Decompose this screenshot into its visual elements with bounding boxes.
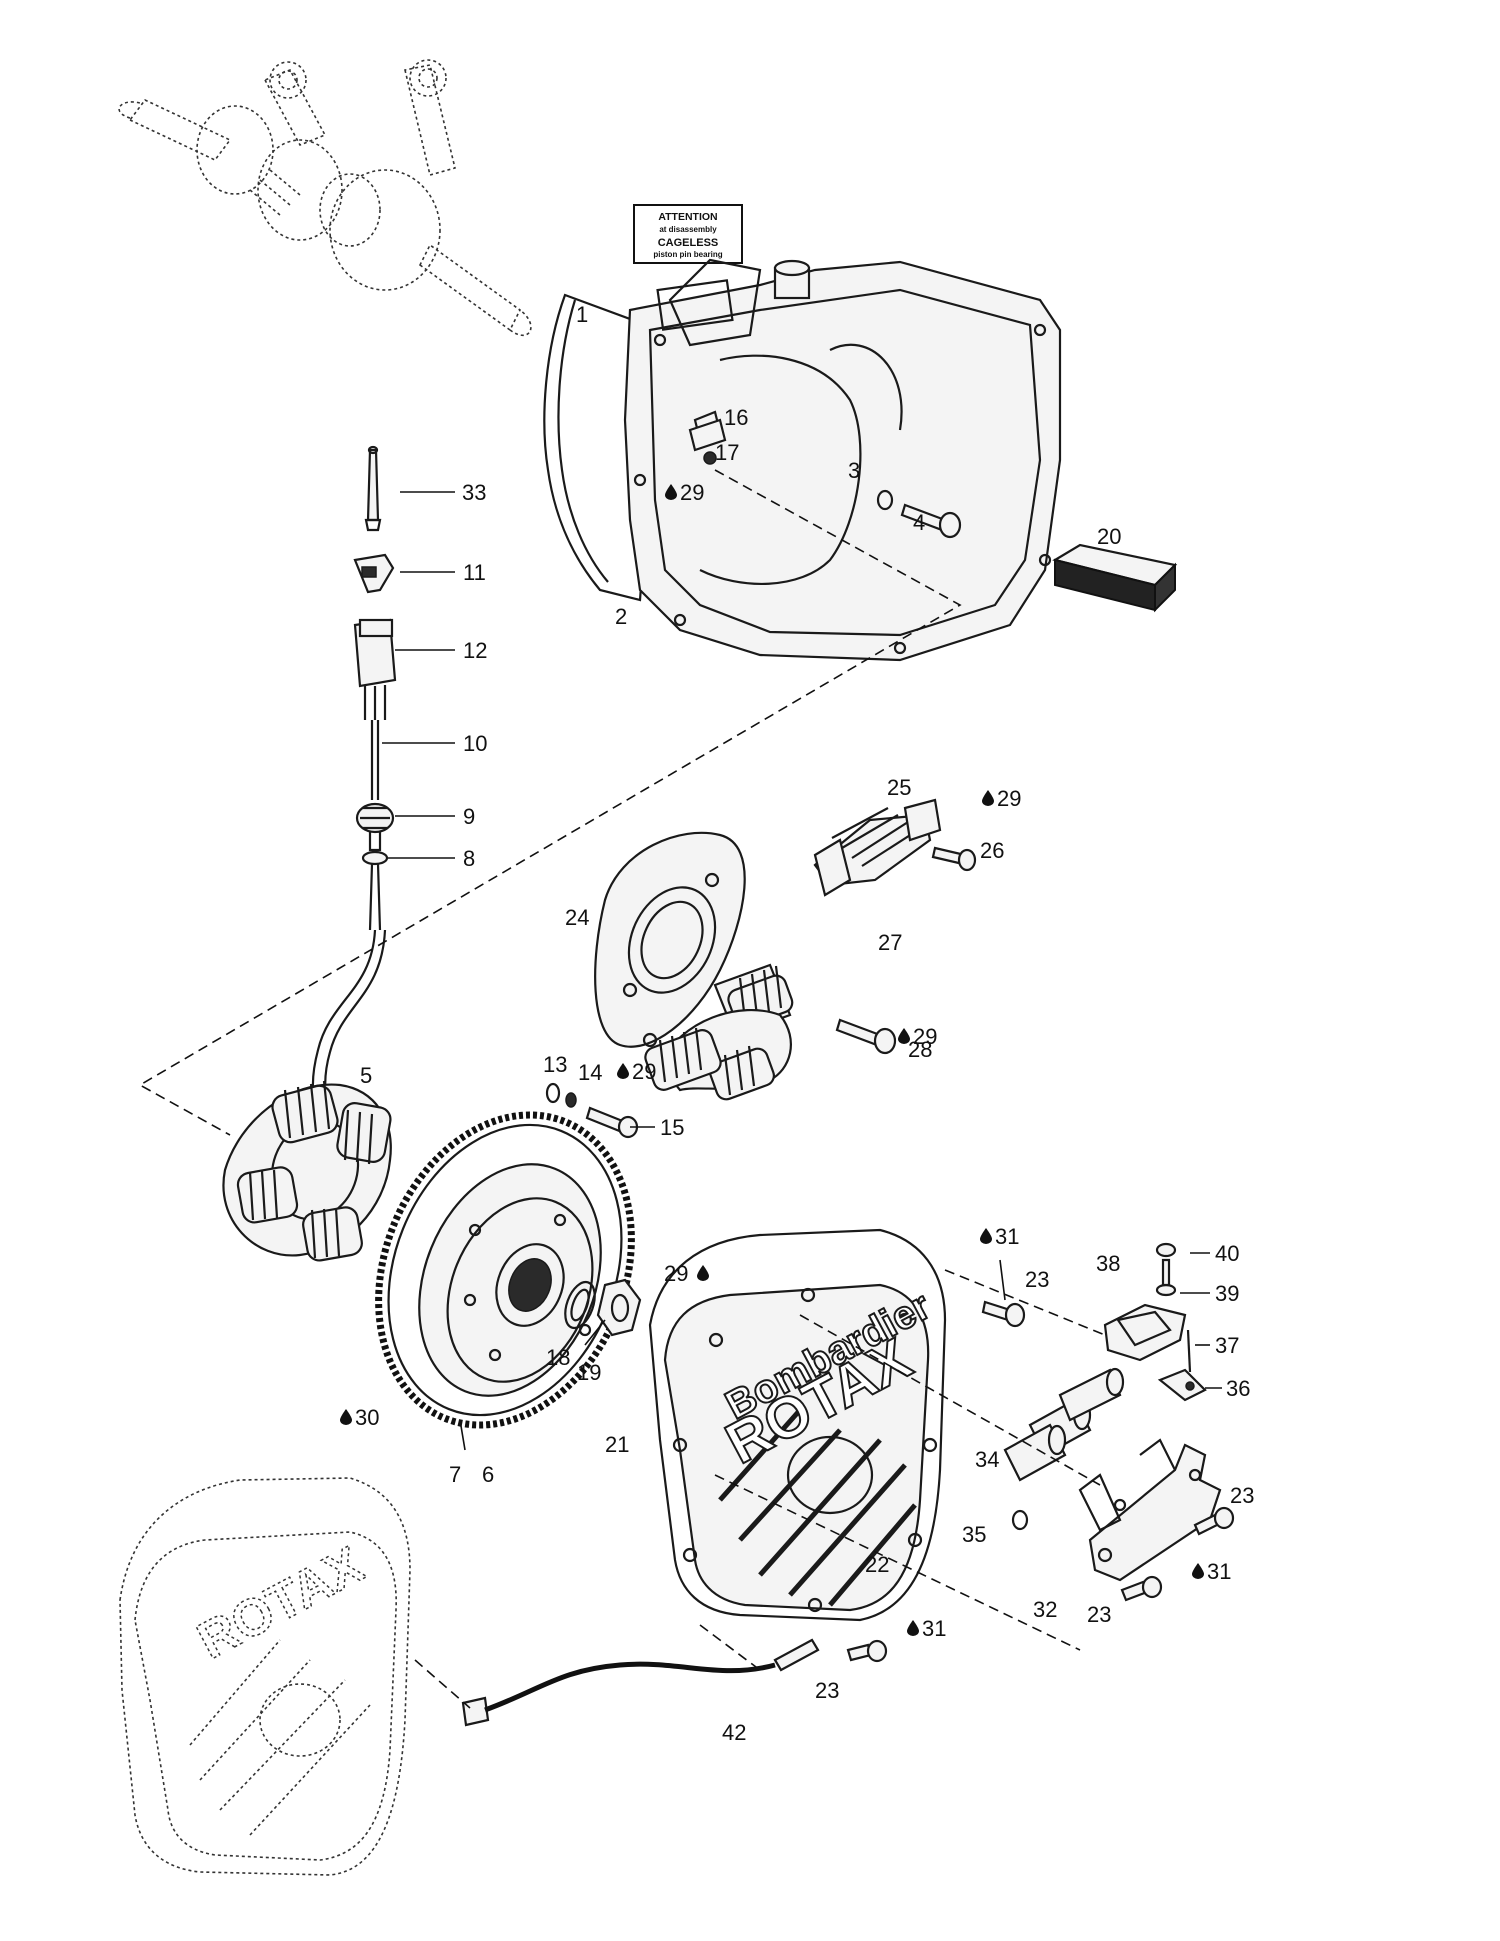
flywheel-nut [564, 1278, 642, 1337]
callout-15: 15 [660, 1115, 684, 1140]
callout-10: 10 [463, 731, 487, 756]
bracket-38 [1103, 1303, 1187, 1362]
drop-icon [617, 1063, 629, 1079]
warning-line-2: at disassembly [659, 225, 717, 234]
callout-37: 37 [1215, 1333, 1239, 1358]
callout-36: 36 [1226, 1376, 1250, 1401]
warning-line-3: CAGELESS [658, 237, 719, 249]
callout-14: 14 [578, 1060, 602, 1085]
callout-38: 38 [1096, 1251, 1120, 1276]
fasteners-37-39-40 [1155, 1242, 1192, 1373]
callout-18: 18 [546, 1345, 570, 1370]
callout-4: 4 [913, 510, 925, 535]
callout-29b: 29 [997, 786, 1021, 811]
callout-29d: 29 [632, 1059, 656, 1084]
ground-wire [461, 1638, 820, 1727]
callout-29a: 29 [680, 480, 704, 505]
assembly-lines [138, 469, 1106, 1709]
magneto-housing [623, 258, 1062, 662]
callout-30: 30 [355, 1405, 379, 1430]
callout-11: 11 [463, 560, 486, 585]
callout-33: 33 [462, 480, 486, 505]
housing-gasket [543, 293, 662, 602]
callout-8: 8 [463, 846, 475, 871]
callout-23b: 23 [1230, 1483, 1254, 1508]
callout-2: 2 [615, 604, 627, 629]
drop-icon [697, 1265, 709, 1281]
callout-13: 13 [543, 1052, 567, 1077]
stator-coils [644, 963, 794, 1101]
callout-31c: 31 [922, 1616, 946, 1641]
coil-screw [931, 846, 977, 872]
callout-34: 34 [975, 1447, 999, 1472]
callout-31a: 31 [995, 1224, 1019, 1249]
callout-27: 27 [878, 930, 902, 955]
callout-5: 5 [360, 1063, 372, 1088]
sensor-assembly [311, 445, 397, 1121]
leader-lines [382, 491, 1222, 1451]
callout-6: 6 [482, 1462, 494, 1487]
callout-32: 32 [1033, 1597, 1057, 1622]
callout-26: 26 [980, 838, 1004, 863]
bracket-36 [1157, 1368, 1207, 1402]
callout-24: 24 [565, 905, 589, 930]
callout-23d: 23 [815, 1678, 839, 1703]
callout-21: 21 [605, 1432, 629, 1457]
magneto-cover: Bombardier ROTAX [648, 1228, 947, 1622]
callout-28: 28 [908, 1037, 932, 1062]
callout-16: 16 [724, 405, 748, 430]
drop-icon [340, 1409, 352, 1425]
callout-23a: 23 [1025, 1267, 1049, 1292]
warning-line-1: ATTENTION [658, 211, 717, 223]
drop-icon [907, 1620, 919, 1636]
cover-ghost: ROTAX [119, 1477, 411, 1876]
warning-line-4: piston pin bearing [653, 250, 722, 259]
crankshaft-ghost [118, 59, 532, 337]
callout-3: 3 [848, 458, 860, 483]
ghost-brand-rotax: ROTAX [188, 1536, 373, 1671]
callout-39: 39 [1215, 1281, 1239, 1306]
drop-icon [1192, 1563, 1204, 1579]
spacers [1003, 1367, 1125, 1482]
callout-1: 1 [576, 302, 588, 327]
flywheel-fasteners [545, 1082, 639, 1139]
callout-17: 17 [715, 440, 739, 465]
callout-20: 20 [1097, 524, 1121, 549]
sound-pad [1052, 543, 1178, 613]
screws-23 [846, 1300, 1235, 1663]
drop-icon [982, 790, 994, 806]
callout-31b: 31 [1207, 1559, 1231, 1584]
callout-23c: 23 [1087, 1602, 1111, 1627]
coil-screw-28 [835, 1018, 897, 1055]
callout-7: 7 [449, 1462, 461, 1487]
callout-12: 12 [463, 638, 487, 663]
ignition-coil [813, 798, 942, 897]
callout-29c: 29 [913, 1024, 937, 1049]
stator-5 [222, 1080, 392, 1262]
cover-bracket [1078, 1438, 1222, 1582]
callout-29e: 29 [664, 1261, 688, 1286]
warning-label: ATTENTION at disassembly CAGELESS piston… [633, 204, 743, 264]
callout-22: 22 [865, 1552, 889, 1577]
flywheel [418, 1163, 602, 1397]
stator-plate [594, 831, 746, 1048]
callout-40: 40 [1215, 1241, 1239, 1266]
callout-35: 35 [962, 1522, 986, 1547]
callout-25: 25 [887, 775, 911, 800]
housing-screw [876, 489, 962, 539]
callout-9: 9 [463, 804, 475, 829]
callout-19: 19 [577, 1360, 601, 1385]
callouts: 1 2 3 4 5 6 7 8 9 10 11 12 13 14 15 16 1… [355, 302, 1254, 1745]
drop-icon [980, 1228, 992, 1244]
callout-42: 42 [722, 1720, 746, 1745]
sensor-bracket [688, 418, 727, 465]
